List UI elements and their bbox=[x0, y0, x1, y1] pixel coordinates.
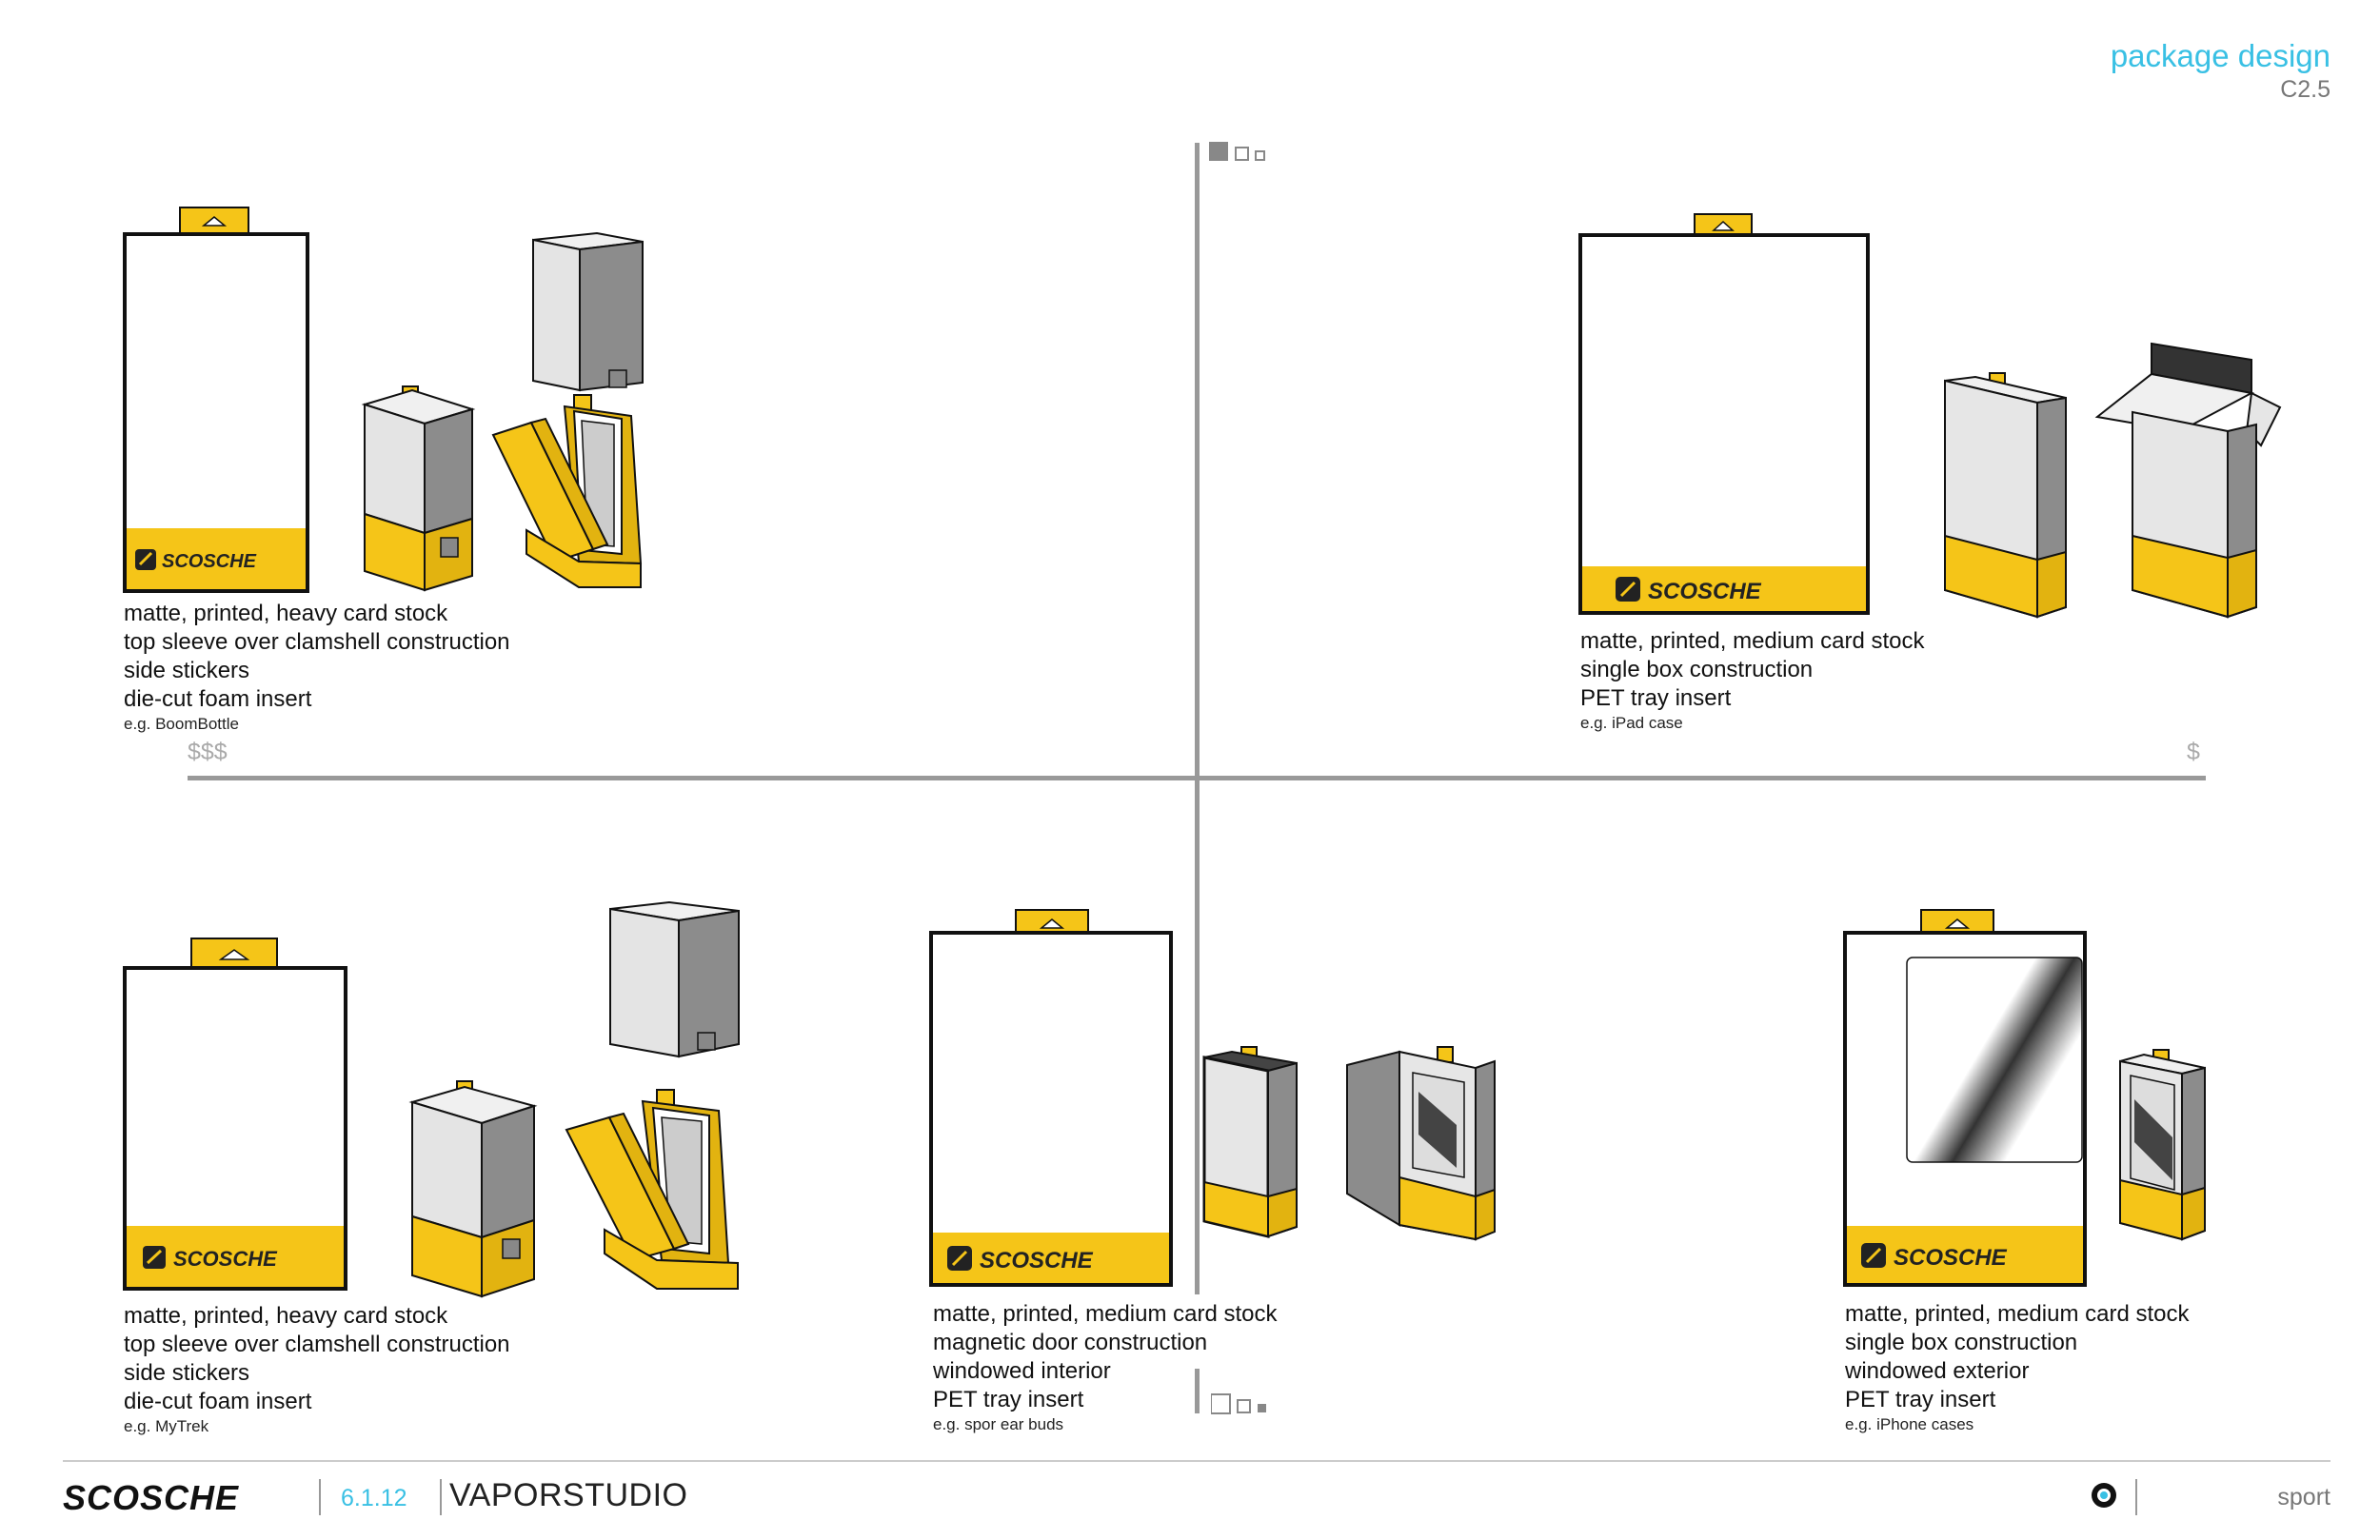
desc-line: PET tray insert bbox=[1845, 1387, 1996, 1412]
package-box-door-open bbox=[1346, 1046, 1496, 1241]
package-front-panel: SCOSCHE bbox=[1578, 213, 1870, 615]
desc-example: e.g. iPhone cases bbox=[1845, 1415, 1974, 1433]
scosche-logo: SCOSCHE bbox=[63, 1478, 240, 1517]
package-box-magnetic bbox=[1202, 1046, 1298, 1238]
vertical-axis-lower bbox=[1195, 1369, 1200, 1413]
desc-line: PET tray insert bbox=[1580, 685, 1732, 711]
desc-line: die-cut foam insert bbox=[124, 686, 312, 712]
scosche-logo: SCOSCHE bbox=[1616, 577, 1762, 604]
quadrant-indicator-icon bbox=[1209, 142, 1265, 161]
svg-text:SCOSCHE: SCOSCHE bbox=[162, 551, 257, 572]
svg-text:SCOSCHE: SCOSCHE bbox=[1648, 579, 1762, 604]
package-front-panel-windowed: SCOSCHE bbox=[1843, 909, 2087, 1287]
section-label: sport bbox=[2277, 1484, 2330, 1510]
scosche-logo: SCOSCHE bbox=[1861, 1243, 2008, 1271]
quadrant-indicator-icon bbox=[1211, 1393, 1266, 1414]
page-title: package design bbox=[2110, 38, 2330, 73]
footer-separator bbox=[2135, 1479, 2137, 1515]
studio-logo-bold: VAPOR bbox=[449, 1477, 564, 1513]
price-high: $$$ bbox=[188, 739, 228, 765]
price-low: $ bbox=[2187, 739, 2200, 765]
desc-line: single box construction bbox=[1845, 1330, 2078, 1355]
page-code: C2.5 bbox=[2280, 76, 2330, 103]
footer-separator bbox=[319, 1479, 321, 1515]
package-clamshell-open bbox=[491, 394, 643, 588]
desc-line: side stickers bbox=[124, 1360, 250, 1386]
footer-date: 6.1.12 bbox=[341, 1485, 407, 1511]
desc-line: matte, printed, medium card stock bbox=[1580, 628, 1925, 654]
desc-line: side stickers bbox=[124, 658, 250, 683]
package-box-closed bbox=[1944, 372, 2067, 619]
desc-line: single box construction bbox=[1580, 657, 1814, 682]
vertical-axis bbox=[1195, 143, 1200, 1294]
desc-line: matte, printed, medium card stock bbox=[933, 1301, 1278, 1327]
package-sleeve bbox=[609, 900, 740, 1058]
camera-lens-icon bbox=[2092, 1483, 2116, 1508]
package-front-panel: SCOSCHE bbox=[123, 938, 347, 1291]
package-box-windowed bbox=[2119, 1049, 2206, 1241]
studio-logo: VAPORSTUDIO bbox=[449, 1477, 687, 1514]
svg-text:SCOSCHE: SCOSCHE bbox=[980, 1248, 1094, 1273]
desc-example: e.g. MyTrek bbox=[124, 1417, 209, 1435]
desc-line: top sleeve over clamshell construction bbox=[124, 629, 510, 655]
desc-example: e.g. BoomBottle bbox=[124, 715, 239, 733]
description-bottom-right: matte, printed, medium card stock single… bbox=[1845, 1300, 2189, 1435]
package-box-closed bbox=[408, 1080, 538, 1298]
desc-line: matte, printed, heavy card stock bbox=[124, 601, 448, 626]
desc-example: e.g. spor ear buds bbox=[933, 1415, 1064, 1433]
desc-line: windowed interior bbox=[933, 1358, 1111, 1384]
desc-line: die-cut foam insert bbox=[124, 1389, 312, 1414]
studio-logo-rest: STUDIO bbox=[563, 1477, 688, 1513]
desc-line: top sleeve over clamshell construction bbox=[124, 1332, 510, 1357]
package-front-panel: SCOSCHE bbox=[123, 207, 309, 593]
footer-rule bbox=[63, 1460, 2330, 1462]
svg-text:SCOSCHE: SCOSCHE bbox=[173, 1247, 278, 1271]
description-top-right: matte, printed, medium card stock single… bbox=[1580, 627, 1924, 734]
svg-text:SCOSCHE: SCOSCHE bbox=[1894, 1245, 2008, 1271]
desc-line: windowed exterior bbox=[1845, 1358, 2030, 1384]
scosche-logo: SCOSCHE bbox=[135, 549, 257, 572]
package-sleeve bbox=[532, 231, 644, 392]
description-top-left: matte, printed, heavy card stock top sle… bbox=[124, 600, 510, 735]
scosche-logo: SCOSCHE bbox=[143, 1246, 278, 1271]
scosche-logo: SCOSCHE bbox=[947, 1246, 1094, 1273]
package-front-panel: SCOSCHE bbox=[929, 909, 1173, 1287]
desc-example: e.g. iPad case bbox=[1580, 714, 1683, 732]
description-bottom-left: matte, printed, heavy card stock top sle… bbox=[124, 1302, 510, 1437]
package-clamshell-open bbox=[565, 1089, 739, 1290]
desc-line: matte, printed, medium card stock bbox=[1845, 1301, 2190, 1327]
package-box-open bbox=[2094, 342, 2282, 619]
horizontal-axis bbox=[188, 776, 2206, 780]
desc-line: magnetic door construction bbox=[933, 1330, 1208, 1355]
footer-separator bbox=[440, 1479, 442, 1515]
package-box-closed bbox=[361, 385, 476, 592]
description-bottom-middle: matte, printed, medium card stock magnet… bbox=[933, 1300, 1277, 1435]
footer-logo: SCOSCHE bbox=[63, 1478, 239, 1518]
desc-line: matte, printed, heavy card stock bbox=[124, 1303, 448, 1329]
desc-line: PET tray insert bbox=[933, 1387, 1084, 1412]
